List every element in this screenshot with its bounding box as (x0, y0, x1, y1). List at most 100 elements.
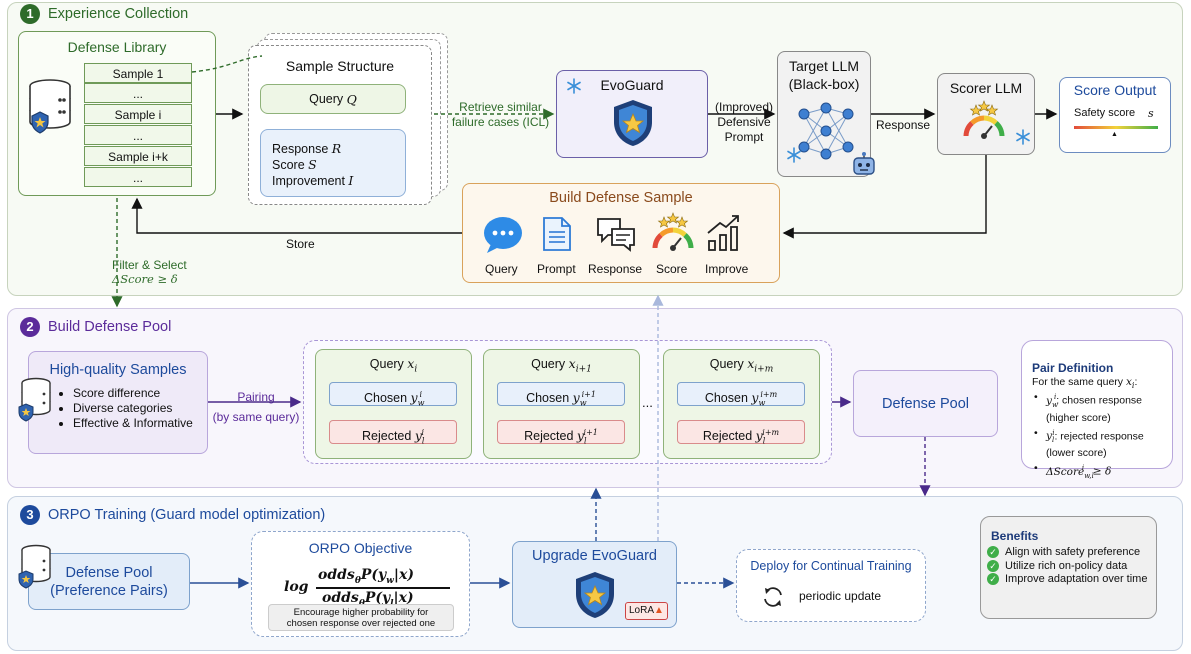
query-pair-card: Query xi+m Chosen ywi+m Rejected yli+m (663, 349, 820, 459)
orpo-objective-title: ORPO Objective (308, 540, 413, 556)
build-defense-sample-title: Build Defense Sample (549, 190, 693, 206)
score-output-box: Score Output Safety score s ▲ (1059, 77, 1171, 153)
score-gauge-icon (652, 212, 694, 251)
pair-def-text: : chosen response (higher score) (1046, 394, 1142, 424)
pair-def-item: •ΔScorew,li ≥ δ (1034, 462, 1112, 480)
query-pair-card: Query xi Chosen ywi Rejected yli (315, 349, 472, 459)
chosen-label: Chosen (704, 391, 752, 406)
query-title: Query (709, 357, 748, 371)
section-1-number: 1 (20, 4, 40, 24)
benefit-item: ✓Utilize rich on-policy data (987, 559, 1152, 574)
shield-icon (576, 572, 614, 618)
orpo-note: Encourage higher probability for chosen … (268, 604, 454, 631)
defensive-prompt-line: (Improved) (714, 100, 773, 114)
pair-intro-text: For the same query (1032, 376, 1126, 388)
store-arrow (131, 197, 462, 234)
rejected-label: Rejected (524, 429, 577, 444)
scorer-llm-title: Scorer LLM (949, 80, 1023, 96)
pair-def-text: ≥ δ (1092, 465, 1112, 478)
deploy-title: Deploy for Continual Training (750, 559, 912, 573)
library-cell: Sample 1 (84, 63, 192, 83)
defense-pool-pref-line: (Preference Pairs) (50, 582, 168, 599)
database-shield-icon (18, 377, 51, 422)
orpo-objective-box: ORPO Objective log oddsθP(yw|x) oddsθP(y… (251, 531, 470, 637)
shield-icon (614, 100, 652, 146)
benefit-item: ✓Improve adaptation over time (987, 573, 1152, 587)
library-cell: Sample i (84, 104, 192, 124)
pair-def-item: •ywi: chosen response (higher score) (1034, 391, 1142, 424)
orpo-note-line: Encourage higher probability for (293, 607, 429, 618)
checkmark-icon: ✓ (987, 546, 999, 558)
filter-select-line: ΔScore ≥ δ (112, 272, 178, 286)
robot-icon (853, 152, 875, 175)
rejected-response: Rejected yli (329, 420, 457, 446)
query-subscript: i (414, 364, 418, 375)
pair-definition-title: Pair Definition (1032, 361, 1114, 375)
refresh-icon (764, 587, 782, 607)
rejected-label: Rejected (362, 429, 415, 444)
build-item-prompt: Prompt (537, 262, 576, 276)
improvement-symbol: I (348, 173, 354, 188)
library-cell: Sample i+k (84, 146, 192, 166)
score-output-title: Score Output (1073, 82, 1157, 98)
database-shield-icon (29, 79, 71, 134)
checkmark-icon: ✓ (987, 559, 999, 572)
score-symbol: S (308, 157, 317, 172)
query-symbol: Q (346, 91, 357, 107)
pair-definition-items: •ywi: chosen response (higher score) •yl… (1034, 391, 1168, 483)
section-1-title: Experience Collection (48, 6, 189, 22)
evoguard-title: EvoGuard (600, 77, 664, 93)
rejected-label: Rejected (702, 429, 756, 444)
periodic-update-label: periodic update (799, 589, 882, 603)
snowflake-icon (787, 147, 801, 163)
chosen-response: Chosen ywi+m (677, 382, 805, 408)
high-quality-list: Score difference Diverse categories Effe… (57, 386, 193, 431)
high-quality-samples-box: High-quality Samples Score difference Di… (28, 351, 208, 454)
chosen-superscript: i+1 (581, 390, 596, 399)
score-gauge-icon (963, 100, 1005, 139)
defense-pool-box: Defense Pool (853, 370, 998, 437)
query-field: Query Q (260, 84, 406, 114)
defense-library-title: Defense Library (67, 39, 167, 55)
library-cell: ... (84, 167, 192, 187)
library-cell: ... (84, 125, 192, 145)
section-2-title: Build Defense Pool (48, 319, 172, 335)
query-pair-card: Query xi+1 Chosen ywi+1 Rejected yli+1 (483, 349, 640, 459)
safety-score-label: Safety score (1074, 107, 1136, 119)
benefits-list: ✓ Align with safety preference ✓Utilize r… (987, 546, 1152, 587)
response-arrow-label: Response (876, 118, 931, 132)
snowflake-icon (567, 78, 581, 94)
filter-select-line: Filter & Select (112, 258, 187, 272)
chosen-label: Chosen (363, 391, 411, 406)
sample-link-connector (191, 55, 263, 73)
pair-def-text: : rejected response (lower score) (1046, 430, 1144, 460)
high-quality-bullet: Score difference (73, 386, 193, 401)
scorer-llm-box: Scorer LLM (937, 73, 1035, 155)
snowflake-icon (1016, 129, 1030, 145)
benefits-box: Benefits ✓ Align with safety preference ✓… (980, 516, 1157, 619)
pair-def-item: •yli: rejected response (lower score) (1034, 426, 1144, 460)
rejected-superscript: i (421, 428, 424, 437)
chat-bubble-icon (484, 217, 522, 253)
score-label: Score (272, 158, 309, 172)
upgrade-evoguard-title: Upgrade EvoGuard (532, 548, 657, 564)
response-label: Response (272, 142, 332, 156)
sample-structure-title: Sample Structure (285, 58, 395, 74)
build-item-query: Query (485, 262, 518, 276)
chosen-response: Chosen ywi (329, 382, 457, 408)
build-item-response: Response (588, 262, 643, 276)
query-title: Query (369, 357, 408, 371)
rejected-response: Rejected yli+1 (497, 420, 625, 446)
benefit-item: ✓ Align with safety preference (987, 546, 1152, 560)
defense-pool-pref-line: Defense Pool (65, 564, 153, 581)
neural-network-icon (798, 102, 854, 160)
safety-score-symbol: s (1148, 107, 1154, 120)
benefit-text: Align with safety preference (1005, 546, 1141, 558)
rejected-superscript: i+m (762, 428, 780, 437)
rejected-superscript: i+1 (583, 428, 598, 437)
retrieve-label-line: failure cases (ICL) (451, 115, 550, 129)
target-llm-title-line: (Black-box) (788, 76, 860, 92)
benefits-title: Benefits (991, 529, 1039, 543)
rejected-response: Rejected yli+m (677, 420, 805, 446)
